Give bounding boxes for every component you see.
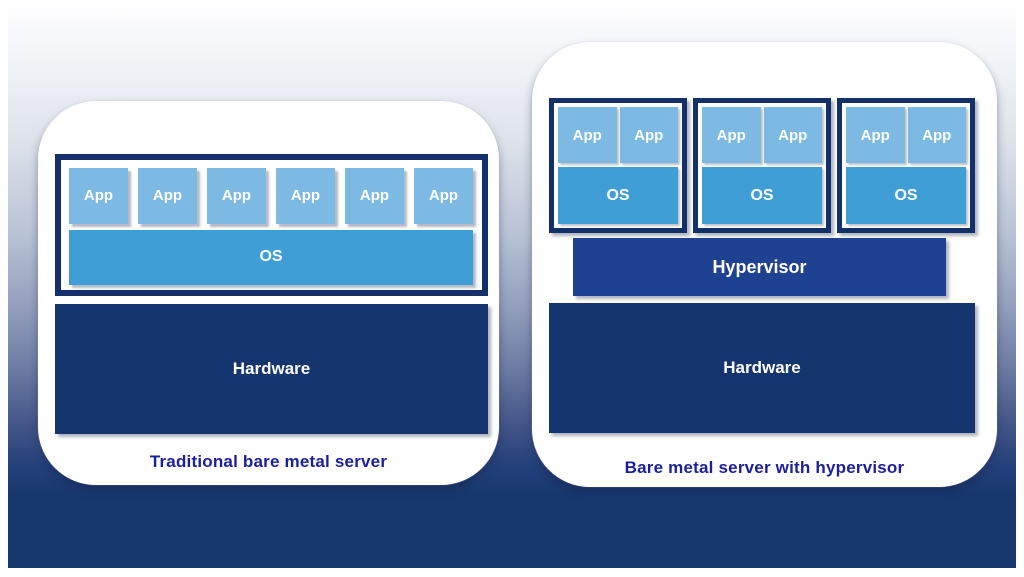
app-row: App App <box>846 107 966 163</box>
app-box: App <box>345 168 404 224</box>
vm-row: App App OS App App OS App App OS <box>549 98 975 233</box>
os-bar: OS <box>69 229 473 285</box>
app-box: App <box>558 107 617 163</box>
vm-box: App App OS <box>837 98 975 233</box>
app-box: App <box>414 168 473 224</box>
os-app-stack-container: App App App App App App OS <box>55 154 488 296</box>
card-caption: Traditional bare metal server <box>149 452 388 471</box>
app-box: App <box>619 107 678 163</box>
app-row: App App <box>702 107 822 163</box>
hypervisor-bar: Hypervisor <box>573 238 946 296</box>
os-bar: OS <box>558 167 678 224</box>
app-box: App <box>846 107 905 163</box>
app-box: App <box>907 107 966 163</box>
os-bar: OS <box>846 167 966 224</box>
hypervisor-server-card: App App OS App App OS App App OS Hype <box>532 42 997 487</box>
card-caption: Bare metal server with hypervisor <box>624 458 905 477</box>
vm-box: App App OS <box>693 98 831 233</box>
hardware-box: Hardware <box>549 303 975 433</box>
app-box: App <box>702 107 761 163</box>
traditional-server-card: App App App App App App OS Hardware Trad… <box>38 101 499 485</box>
os-bar: OS <box>702 167 822 224</box>
app-row: App App <box>558 107 678 163</box>
app-row: App App App App App App <box>69 168 473 224</box>
app-box: App <box>276 168 335 224</box>
hardware-box: Hardware <box>55 304 488 434</box>
app-box: App <box>138 168 197 224</box>
app-box: App <box>763 107 822 163</box>
app-box: App <box>207 168 266 224</box>
vm-box: App App OS <box>549 98 687 233</box>
app-box: App <box>69 168 128 224</box>
